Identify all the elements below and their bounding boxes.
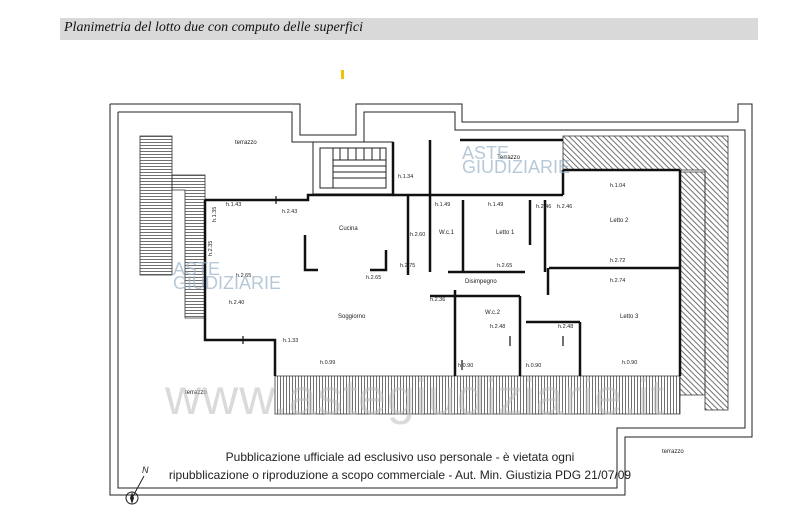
compass-north-label: N (142, 465, 149, 475)
height-label: h.2.46 (557, 204, 572, 210)
title-bar: Planimetria del lotto due con computo de… (60, 18, 758, 40)
yellow-marker (341, 70, 344, 79)
compass-icon: N (125, 465, 149, 505)
room-wc2: W.c.2 (485, 310, 501, 316)
room-letto3: Letto 3 (620, 314, 639, 320)
room-wc1: W.c.1 (439, 230, 455, 236)
watermark-aste: ASTE (173, 259, 221, 279)
room-letto2: Letto 2 (610, 218, 629, 224)
room-terrazzo-sw: terrazzo (185, 390, 207, 396)
height-label: h.2.74 (610, 278, 625, 284)
hatch-nw (139, 135, 173, 276)
height-label: h.2.43 (282, 209, 297, 215)
height-label: h.2.60 (410, 232, 425, 238)
height-labels: h.1.34 h.1.43 h.2.43 h.1.35 h.2.60 h.2.7… (208, 174, 637, 369)
stair (312, 141, 394, 195)
height-label: h.1.49 (488, 202, 503, 208)
height-label: h.2.65 (366, 275, 381, 281)
disclaimer-line-1: Pubblicazione ufficiale ad esclusivo uso… (225, 450, 575, 464)
room-soggiorno: Soggiorno (338, 314, 366, 320)
height-label: h.0.90 (526, 363, 541, 369)
disclaimer-line-2: ripubblicazione o riproduzione a scopo c… (168, 468, 632, 482)
height-label: h.2.72 (610, 258, 625, 264)
room-disimpegno: Disimpegno (465, 279, 497, 285)
roof-hatching (139, 135, 729, 415)
height-label: h.1.43 (226, 202, 241, 208)
room-terrazzo-ne: Terrazzo (497, 155, 521, 161)
height-label: h.2.65 (497, 263, 512, 269)
height-label: h.1.34 (398, 174, 413, 180)
watermark-aste-giudiziarie: ASTE GIUDIZIARIE (462, 143, 571, 177)
height-label: h.1.35 (212, 207, 218, 222)
watermark-aste: ASTE (462, 143, 510, 163)
height-label: h.2.48 (490, 324, 505, 330)
height-label: h.0.90 (622, 360, 637, 366)
door-marks (242, 196, 564, 370)
watermark-aste-giudiziarie: ASTE GIUDIZIARIE (173, 259, 282, 293)
height-label: h.2.65 (236, 273, 251, 279)
room-cucina: Cucina (339, 226, 358, 232)
height-label: h.0.90 (458, 363, 473, 369)
watermark-giudiziarie: GIUDIZIARIE (462, 157, 571, 177)
height-label: h.2.40 (229, 300, 244, 306)
room-labels: terrazzo Terrazzo terrazzo terrazzo Cuci… (185, 140, 684, 455)
watermark-site: www.astegiudiziarie.it (165, 369, 665, 425)
height-label: h.2.48 (558, 324, 573, 330)
height-label: h.2.35 (208, 241, 214, 256)
hatch-w (171, 174, 206, 319)
height-label: h.2.75 (400, 263, 415, 269)
height-label: h.0.99 (320, 360, 335, 366)
hatch-e (679, 171, 706, 396)
height-label: h.2.36 (430, 297, 445, 303)
height-label: h.1.33 (283, 338, 298, 344)
hatch-s (274, 375, 681, 415)
watermark-giudiziarie: GIUDIZIARIE (173, 273, 282, 293)
interior-walls (203, 138, 682, 376)
room-terrazzo-se: terrazzo (662, 449, 684, 455)
outer-boundary (109, 103, 753, 496)
room-letto1: Letto 1 (496, 230, 515, 236)
room-terrazzo-nw: terrazzo (235, 140, 257, 146)
height-label: h.1.49 (435, 202, 450, 208)
page-title: Planimetria del lotto due con computo de… (64, 20, 363, 35)
height-label: h.1.04 (610, 183, 625, 189)
height-label: h.2.46 (536, 204, 551, 210)
